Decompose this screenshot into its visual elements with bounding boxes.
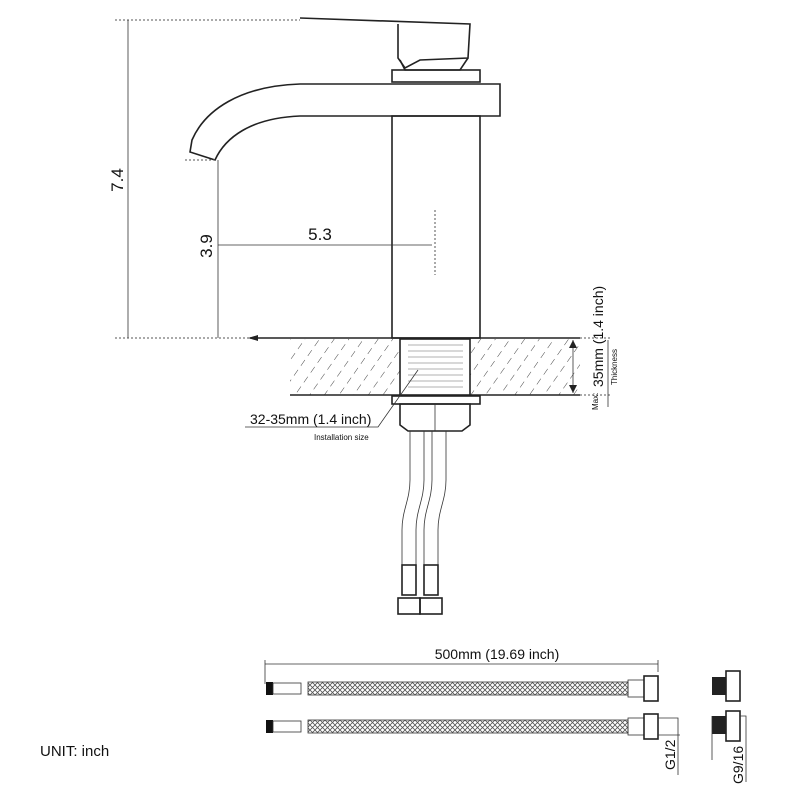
thickness-value: 35mm (1.4 inch) [590,286,606,387]
hose-1 [266,675,659,702]
spout-height-label: 3.9 [197,234,216,258]
thickness-caption: Thickness [610,349,619,385]
faucet-body [391,115,481,339]
thread-g916-label: G9/16 [730,746,746,784]
hose-set: 500mm (19.69 inch) G1/2 G9/16 [264,646,747,784]
installation-hole-label: 32-35mm (1.4 inch) [250,411,371,427]
faucet-drawing [189,17,501,339]
unit-label: UNIT: inch [40,743,109,760]
handle-base [391,69,481,83]
supply-hoses [397,431,447,615]
spout [189,83,501,161]
adapter-fittings [711,670,747,782]
thread-g12-label: G1/2 [662,739,678,770]
max-prefix: Max: [591,393,600,410]
handle [299,17,471,70]
dimension-lines [115,19,577,428]
countertop-section [250,337,610,432]
hose-length-label: 500mm (19.69 inch) [435,646,560,662]
hose-2 [266,713,659,740]
spout-reach-label: 5.3 [308,225,332,244]
total-height-label: 7.4 [108,168,127,192]
installation-size-caption: Installation size [314,433,369,442]
mounting-nut [399,403,471,432]
